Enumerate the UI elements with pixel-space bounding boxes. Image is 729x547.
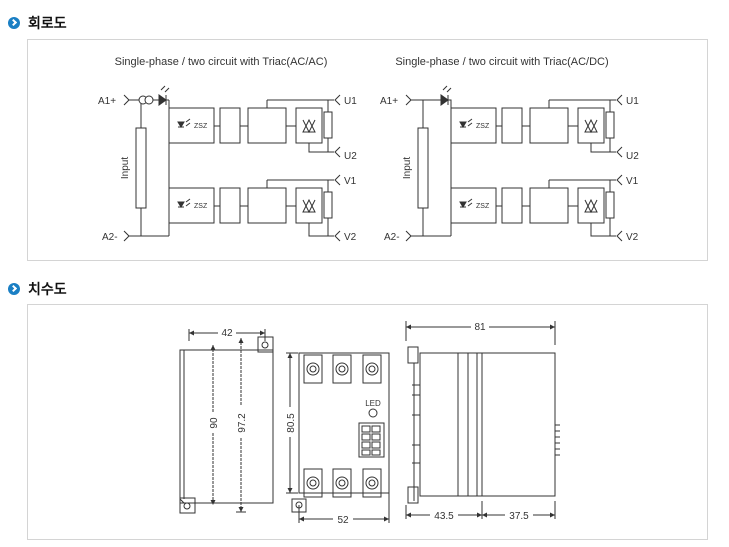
dim-depth-total: 81: [474, 322, 486, 333]
section-title: 회로도: [28, 16, 67, 32]
circuit-right-title: Single-phase / two circuit with Triac(AC…: [395, 56, 608, 68]
dimension-diagram-panel: 42 90 97.2 80.5 LED 52 81 43.5 37.5: [27, 304, 708, 540]
dim-depth-a: 43.5: [434, 511, 454, 522]
label-zsz: ZSZ: [194, 123, 208, 130]
label-u1: U1: [344, 96, 357, 107]
circuit-left: [123, 85, 341, 242]
chevron-right-icon: [8, 283, 20, 295]
label-v2: V2: [344, 232, 357, 243]
circuit-right: [405, 85, 623, 242]
label-input: Input: [120, 157, 131, 179]
label-input: Input: [402, 157, 413, 179]
dim-height-outer: 97.2: [237, 413, 248, 433]
dimension-diagram: 42 90 97.2 80.5 LED 52 81 43.5 37.5: [179, 320, 560, 527]
dim-width-side: 42: [221, 328, 233, 339]
circuit-diagram-panel: Single-phase / two circuit with Triac(AC…: [27, 39, 708, 261]
circuit-diagram: Single-phase / two circuit with Triac(AC…: [98, 56, 639, 243]
label-a1: A1+: [98, 96, 116, 107]
label-a2: A2-: [384, 232, 400, 243]
label-v1: V1: [344, 176, 357, 187]
label-v2: V2: [626, 232, 639, 243]
led-label: LED: [365, 399, 381, 408]
label-zsz: ZSZ: [194, 203, 208, 210]
dim-height-inner: 90: [209, 417, 220, 429]
section-header-circuit: 회로도: [8, 13, 67, 33]
label-a2: A2-: [102, 232, 118, 243]
label-zsz: ZSZ: [476, 203, 490, 210]
front-view: [286, 352, 390, 523]
circuit-left-title: Single-phase / two circuit with Triac(AC…: [115, 56, 328, 68]
label-a1: A1+: [380, 96, 398, 107]
dim-front-height: 80.5: [286, 413, 297, 433]
label-u2: U2: [344, 151, 357, 162]
label-zsz: ZSZ: [476, 123, 490, 130]
chevron-right-icon: [8, 17, 20, 29]
section-header-dimensions: 치수도: [8, 279, 67, 299]
section-title: 치수도: [28, 282, 67, 298]
label-u2: U2: [626, 151, 639, 162]
dim-front-width: 52: [337, 515, 349, 526]
dim-depth-b: 37.5: [509, 511, 529, 522]
label-v1: V1: [626, 176, 639, 187]
label-u1: U1: [626, 96, 639, 107]
depth-view: [405, 321, 560, 519]
side-view: [179, 329, 274, 514]
